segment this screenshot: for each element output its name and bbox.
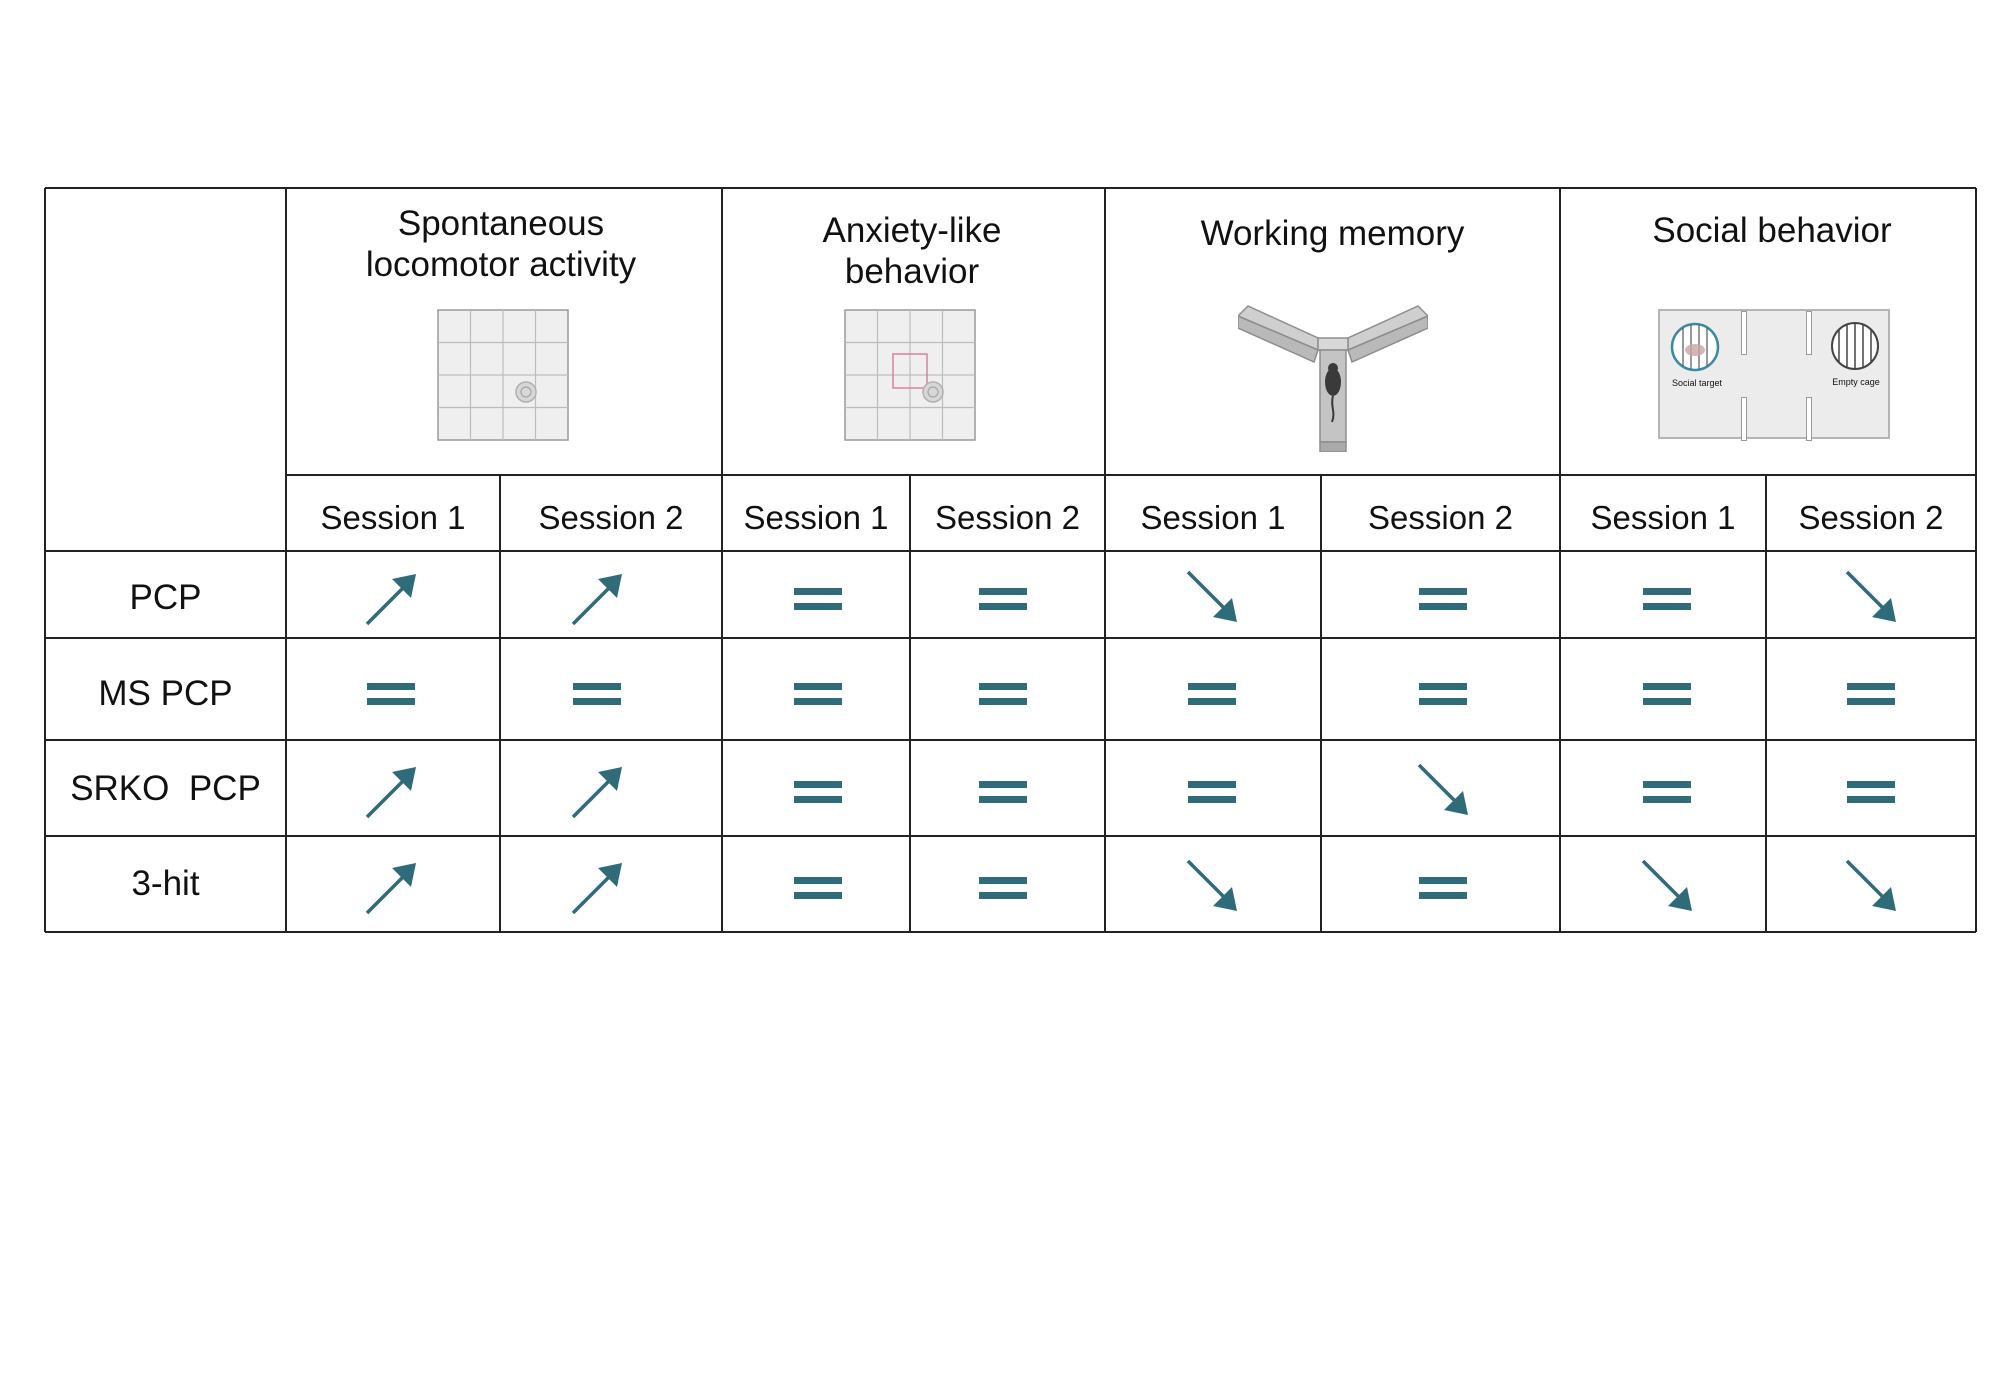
- row-label-srko-pcp: SRKO PCP: [70, 769, 261, 808]
- equal-sign: [794, 877, 842, 884]
- equal-sign: [979, 892, 1027, 899]
- mouse-icon: [515, 381, 537, 403]
- decrease-arrow-head: [1444, 791, 1468, 815]
- decrease-arrow-head: [1872, 887, 1896, 911]
- decrease-arrow: [1186, 859, 1228, 901]
- center-zone: [892, 353, 928, 389]
- category-title-social: Social behavior: [1652, 211, 1892, 250]
- equal-sign: [979, 588, 1027, 595]
- increase-arrow-head: [392, 574, 416, 598]
- increase-arrow-head: [598, 863, 622, 887]
- decrease-arrow: [1845, 570, 1887, 612]
- increase-arrow-head: [598, 767, 622, 791]
- equal-sign: [1419, 588, 1467, 595]
- equal-sign: [1847, 683, 1895, 690]
- category-title-working-memory: Working memory: [1200, 214, 1465, 253]
- equal-sign: [794, 796, 842, 803]
- increase-arrow: [365, 873, 407, 915]
- mouse-icon: [922, 381, 944, 403]
- decrease-arrow: [1417, 763, 1459, 805]
- session-label: Session 1: [1140, 499, 1286, 536]
- equal-sign: [1188, 781, 1236, 788]
- mouse-icon-inner: [520, 386, 532, 398]
- equal-sign: [367, 683, 415, 690]
- decrease-arrow: [1641, 859, 1683, 901]
- equal-sign: [794, 588, 842, 595]
- equal-sign: [1643, 781, 1691, 788]
- session-label: Session 2: [935, 499, 1080, 536]
- row-label-ms-pcp: MS PCP: [98, 674, 233, 713]
- equal-sign: [367, 698, 415, 705]
- category-title-locomotor: Spontaneous locomotor activity: [365, 204, 637, 284]
- equal-sign: [1188, 698, 1236, 705]
- equal-sign: [979, 683, 1027, 690]
- equal-sign: [794, 698, 842, 705]
- equal-sign: [979, 796, 1027, 803]
- equal-sign: [794, 683, 842, 690]
- y-maze-image: [1238, 305, 1428, 452]
- three-chamber-image: Social target Empty cage: [1658, 309, 1890, 441]
- equal-sign: [1643, 698, 1691, 705]
- equal-sign: [1643, 588, 1691, 595]
- session-label: Session 2: [1798, 499, 1944, 536]
- equal-sign: [1643, 603, 1691, 610]
- equal-sign: [1643, 683, 1691, 690]
- decrease-arrow: [1845, 859, 1887, 901]
- social-target-cage-icon: [1670, 322, 1720, 372]
- empty-cage-label: Empty cage: [1832, 377, 1880, 387]
- session-label: Session 1: [743, 499, 889, 536]
- decrease-arrow-head: [1872, 598, 1896, 622]
- row-label-pcp: PCP: [129, 578, 202, 617]
- increase-arrow-head: [392, 863, 416, 887]
- decrease-arrow: [1186, 570, 1228, 612]
- decrease-arrow-head: [1213, 598, 1237, 622]
- equal-sign: [979, 781, 1027, 788]
- decrease-arrow-head: [1213, 887, 1237, 911]
- equal-sign: [1188, 683, 1236, 690]
- increase-arrow: [571, 777, 613, 819]
- equal-sign: [794, 781, 842, 788]
- social-target-label: Social target: [1671, 378, 1723, 388]
- equal-sign: [794, 892, 842, 899]
- increase-arrow-head: [392, 767, 416, 791]
- session-label: Session 1: [320, 499, 466, 536]
- mouse-icon-inner: [927, 386, 939, 398]
- equal-sign: [1419, 892, 1467, 899]
- equal-sign: [1419, 698, 1467, 705]
- row-label-3-hit: 3-hit: [131, 864, 200, 903]
- equal-sign: [1419, 683, 1467, 690]
- equal-sign: [1847, 781, 1895, 788]
- equal-sign: [1419, 877, 1467, 884]
- equal-sign: [1643, 796, 1691, 803]
- equal-sign: [1847, 698, 1895, 705]
- equal-sign: [1188, 796, 1236, 803]
- increase-arrow: [571, 873, 613, 915]
- equal-sign: [794, 603, 842, 610]
- increase-arrow: [365, 777, 407, 819]
- equal-sign: [979, 698, 1027, 705]
- category-title-anxiety: Anxiety-like behavior: [822, 211, 1002, 291]
- increase-arrow: [365, 584, 407, 626]
- equal-sign: [979, 877, 1027, 884]
- equal-sign: [573, 683, 621, 690]
- session-label: Session 1: [1590, 499, 1736, 536]
- increase-arrow-head: [598, 574, 622, 598]
- equal-sign: [573, 698, 621, 705]
- equal-sign: [979, 603, 1027, 610]
- equal-sign: [1847, 796, 1895, 803]
- empty-cage-icon: [1831, 322, 1879, 370]
- session-label: Session 2: [1368, 499, 1513, 536]
- session-label: Session 2: [538, 499, 684, 536]
- equal-sign: [1419, 603, 1467, 610]
- increase-arrow: [571, 584, 613, 626]
- decrease-arrow-head: [1668, 887, 1692, 911]
